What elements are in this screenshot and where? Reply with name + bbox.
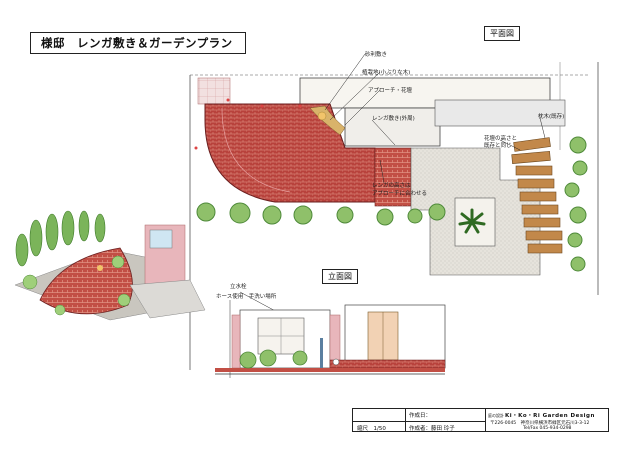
brick-walk [374, 147, 412, 207]
front-shrubs [196, 202, 446, 226]
house-outline [299, 77, 566, 147]
company-tel: Tel/Fax 045-934-0298 [523, 426, 572, 431]
drawing-title: 様邸 レンガ敷き＆ガーデンプラン [30, 32, 246, 54]
date-field: 作成日： [409, 413, 432, 419]
railway-sleepers [511, 137, 563, 254]
note-hose: ホース使用 手洗い場所 [216, 294, 277, 300]
garden-lights [194, 98, 302, 150]
elevation-view-label: 立面図 [322, 269, 358, 284]
note-bed-height-2: 既存と同じ [484, 143, 512, 149]
tiled-porch [197, 77, 231, 105]
note-flowerbed: アプローチ・花壇 [368, 88, 413, 94]
note-bed-height-1: 花壇の高さと [484, 136, 518, 142]
right-trees [564, 136, 588, 272]
note-sleeper: 枕木(既存) [538, 114, 565, 120]
site-boundary [189, 62, 599, 370]
note-planting-area: 植栽地(小ぶりな木) [362, 70, 411, 76]
company-address: 〒226-0045 神奈川県横浜市緑区元石川3-3-12 [490, 421, 590, 426]
perspective-sketch [14, 210, 206, 321]
flower-bed [309, 105, 346, 136]
author-field: 作成者：藤田 玲子 [409, 426, 455, 432]
note-faucet: 立水栓 [230, 284, 247, 290]
title-block: 作成日： 縮尺 1/50 作成者：藤田 玲子 庭の設計 Ki・Ko・Ri Gar… [352, 408, 609, 432]
company-name: Ki・Ko・Ri Garden Design [505, 413, 595, 419]
scale-field: 縮尺 1/50 [357, 426, 386, 432]
agave-plant [458, 208, 486, 234]
company-prefix: 庭の設計 [488, 413, 504, 418]
note-brick-height-1: レンガの高さは [372, 183, 411, 189]
plan-view-label: 平面図 [484, 26, 520, 41]
elevation-drawing [215, 300, 446, 378]
note-gravel: 砂利敷き [365, 52, 388, 58]
note-brick-height-2: アプローチに合わせる [372, 191, 428, 197]
note-brick-outer: レンガ敷き(外周) [372, 116, 415, 122]
